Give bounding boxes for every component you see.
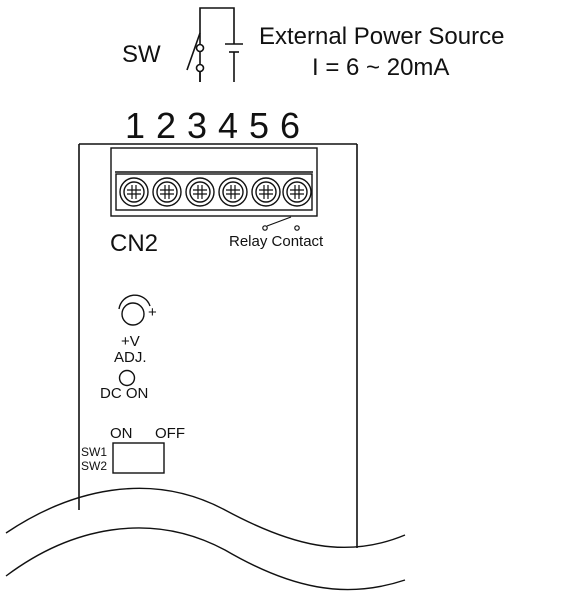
terminal-number-6: 6 [280, 105, 300, 146]
terminal-screw-1 [119, 177, 149, 207]
terminal-screw-2 [152, 177, 182, 207]
terminal-number-4: 4 [218, 105, 238, 146]
terminal-block [110, 147, 318, 217]
dip-off-label: OFF [155, 425, 185, 442]
terminal-block-outer [110, 147, 318, 217]
relay-contact-right [294, 225, 300, 231]
break-line-lower [5, 527, 406, 591]
switch-lever [186, 32, 201, 71]
dip-on-label: ON [110, 425, 133, 442]
terminal-number-3: 3 [187, 105, 207, 146]
terminal-screw-6 [282, 177, 312, 207]
switch-label: SW [122, 41, 161, 68]
adjust-v-label: +V [121, 333, 140, 350]
switch-contact-top [195, 43, 205, 53]
terminal-block-screw-rail [115, 173, 313, 211]
adjust-adj-label: ADJ. [114, 349, 147, 366]
terminal-screw-4 [218, 177, 248, 207]
terminal-numbers: 1 2 3 4 5 6 [125, 105, 300, 146]
dip-sw1-label: SW1 [81, 445, 107, 459]
dip-switch-body [112, 442, 165, 474]
break-line-upper [5, 487, 406, 549]
dip-sw2-label: SW2 [81, 459, 107, 473]
terminal-number-2: 2 [156, 105, 176, 146]
relay-contact-arm [266, 216, 292, 227]
dc-on-led [118, 369, 136, 387]
adjust-pot-body [121, 302, 145, 326]
adjust-pot-arc [118, 294, 151, 310]
break-lines [5, 487, 406, 591]
terminal-number-1: 1 [125, 105, 145, 146]
terminal-screw-5 [251, 177, 281, 207]
terminal-number-5: 5 [249, 105, 269, 146]
dc-on-label: DC ON [100, 385, 148, 402]
relay-contact-symbol [262, 216, 300, 231]
terminal-screws [119, 177, 312, 207]
adjust-plus-sign: + [148, 304, 157, 321]
external-power-title: External Power Source [259, 23, 504, 50]
relay-contact-label: Relay Contact [229, 233, 324, 250]
connector-label: CN2 [110, 230, 158, 257]
external-circuit [186, 7, 243, 82]
external-current-spec: I = 6 ~ 20mA [312, 54, 449, 81]
relay-contact-left [262, 225, 268, 231]
device-housing [78, 143, 358, 548]
terminal-screw-3 [185, 177, 215, 207]
external-wire-top [199, 7, 235, 82]
adjust-pot-icon [118, 294, 151, 326]
switch-contact-bottom [195, 63, 205, 73]
